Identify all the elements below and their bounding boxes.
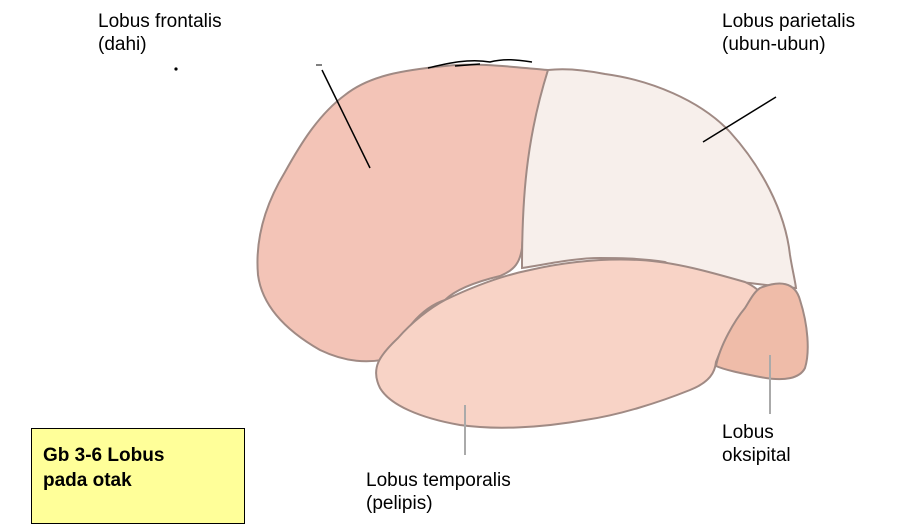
frontal-lobe-translation: (dahi) (98, 33, 222, 56)
temporal-lobe-name: Lobus temporalis (366, 469, 511, 492)
occipital-lobe-translation: oksipital (722, 444, 791, 467)
caption-line-2: pada otak (43, 468, 244, 493)
parietal-lobe-label: Lobus parietalis (ubun-ubun) (722, 10, 855, 56)
dot-mark (174, 67, 177, 70)
temporal-lobe-label: Lobus temporalis (pelipis) (366, 469, 511, 515)
parietal-lobe-translation: (ubun-ubun) (722, 33, 855, 56)
temporal-lobe-translation: (pelipis) (366, 492, 511, 515)
parietal-lobe (522, 69, 796, 288)
occipital-lobe-name: Lobus (722, 421, 791, 444)
frontal-lobe-label: Lobus frontalis (dahi) (98, 10, 222, 56)
frontal-lobe-name: Lobus frontalis (98, 10, 222, 33)
parietal-lobe-name: Lobus parietalis (722, 10, 855, 33)
caption-line-1: Gb 3-6 Lobus (43, 443, 244, 468)
occipital-lobe-label: Lobus oksipital (722, 421, 791, 467)
figure-caption-box: Gb 3-6 Lobus pada otak (31, 428, 245, 524)
